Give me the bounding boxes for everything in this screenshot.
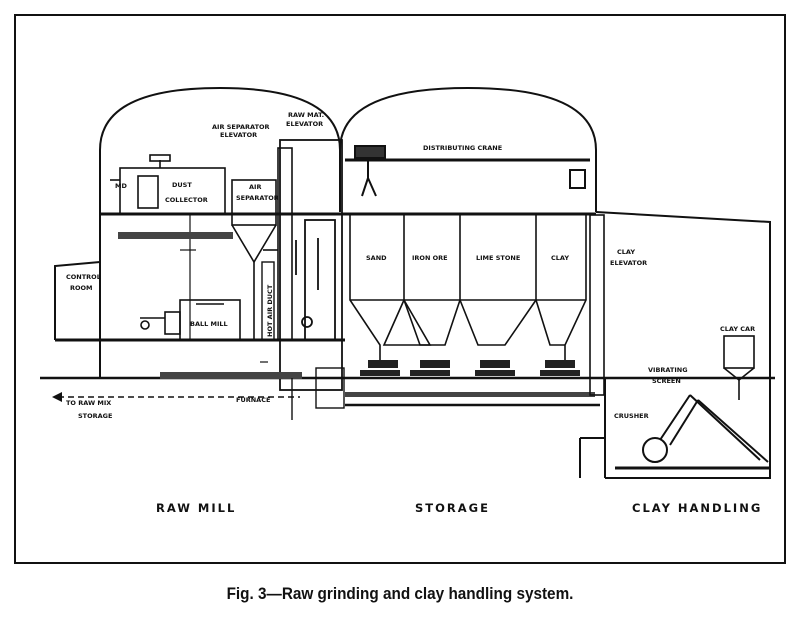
distributing-crane — [345, 145, 590, 197]
furnace-label: FURNACE — [236, 396, 270, 404]
clay-car-label: CLAY CAR — [720, 325, 755, 333]
raw-mill-dome — [99, 86, 341, 212]
air-separator-elevator-label-2: ELEVATOR — [220, 131, 257, 139]
raw-material-elevator — [279, 139, 343, 391]
bin-sand-label: SAND — [366, 254, 387, 262]
hot-air-duct-label: HOT AIR DUCT — [266, 284, 274, 337]
bin-clay-label: CLAY — [551, 254, 569, 262]
figure-caption: Fig. 3—Raw grinding and clay handling sy… — [226, 584, 574, 603]
raw-mat-elevator-label-1: RAW MAT. — [288, 111, 324, 119]
hot-air-duct — [261, 261, 275, 341]
dust-collector — [110, 154, 226, 215]
clay-car-unit — [723, 335, 755, 400]
air-separator — [231, 179, 277, 340]
diagram-frame — [14, 14, 786, 564]
vibrating-screen-label-1: VIBRATING — [648, 366, 688, 374]
storage-dome — [339, 86, 597, 212]
control-room-label-2: ROOM — [70, 284, 93, 292]
mill-feed-conveyor — [160, 372, 302, 379]
air-separator-label-2: SEPARATOR — [236, 194, 279, 202]
storage-belt-conveyor — [345, 392, 595, 397]
bin-lime-stone-label: LIME STONE — [476, 254, 520, 262]
clay-elevator — [589, 214, 605, 396]
dust-screw-conveyor — [118, 232, 233, 239]
storage-bins — [349, 214, 587, 360]
control-room-label-1: CONTROL — [66, 273, 101, 281]
section-clay-handling-label: CLAY HANDLING — [632, 501, 762, 515]
section-raw-mill-label: RAW MILL — [156, 501, 236, 515]
control-room — [54, 261, 101, 340]
clay-elevator-label-2: ELEVATOR — [610, 259, 647, 267]
section-storage-label: STORAGE — [415, 501, 490, 515]
air-separator-elevator — [263, 147, 293, 341]
clay-handling-building — [595, 211, 771, 479]
to-raw-mix-label-1: TO RAW MIX — [66, 399, 111, 407]
dust-collector-label-2: COLLECTOR — [165, 196, 208, 204]
crusher-unit — [615, 394, 770, 470]
ball-mill-label: BALL MILL — [190, 320, 228, 328]
dust-collector-label-1: DUST — [172, 181, 192, 189]
bin-iron-ore-label: IRON ORE — [412, 254, 448, 262]
clay-elevator-label-1: CLAY — [617, 248, 635, 256]
crusher-label: CRUSHER — [614, 412, 649, 420]
raw-mat-elevator-label-2: ELEVATOR — [286, 120, 323, 128]
md-label: MD — [115, 182, 127, 190]
air-separator-elevator-label-1: AIR SEPARATOR — [212, 123, 270, 131]
vibrating-screen-label-2: SCREEN — [652, 377, 681, 385]
bin-feeders — [360, 360, 580, 376]
ball-mill — [140, 299, 241, 341]
to-raw-mix-label-2: STORAGE — [78, 412, 112, 420]
distributing-crane-label: DISTRIBUTING CRANE — [423, 144, 502, 152]
air-separator-label-1: AIR — [249, 183, 261, 191]
